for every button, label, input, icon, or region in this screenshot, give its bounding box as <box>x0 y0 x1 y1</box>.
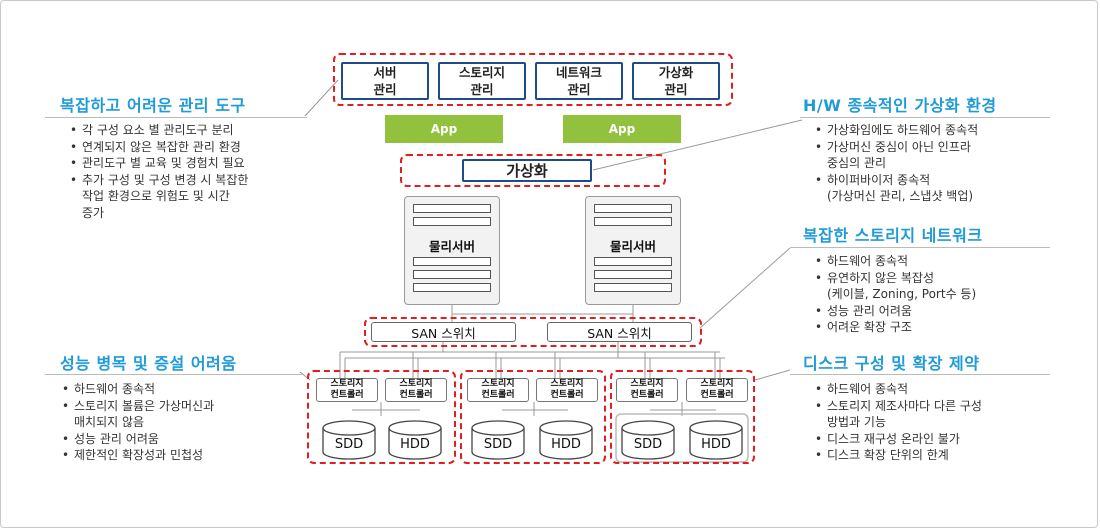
list-item: 제한적인 확장성과 민첩성 <box>60 447 300 464</box>
app-block: App <box>563 115 681 143</box>
disk-label-hdd: HDD <box>701 437 731 452</box>
list-item: 관리도구 별 교육 및 경험치 필요 <box>68 155 313 172</box>
disk-divider <box>790 374 1050 375</box>
disk-label-sdd: SDD <box>334 437 364 452</box>
san-switch: SAN 스위치 <box>371 322 516 342</box>
storage-net-title: 복잡한 스토리지 네트워크 <box>803 226 983 245</box>
disk-cylinder <box>388 420 442 460</box>
server-slot <box>413 270 491 279</box>
list-item: 성능 관리 어려움 <box>813 303 1053 320</box>
server-label: 물리서버 <box>428 239 475 254</box>
list-item: 하드웨어 종속적 <box>813 381 1053 398</box>
server-slot <box>594 283 672 292</box>
disk-cylinder <box>689 420 743 460</box>
disk-cylinder <box>322 420 376 460</box>
san-switch: SAN 스위치 <box>547 322 692 342</box>
storage-group-highlight <box>307 370 456 464</box>
storage-net-divider <box>790 247 1050 248</box>
server-slot <box>594 257 672 266</box>
list-item: 하드웨어 종속적 <box>813 253 1053 270</box>
perf-divider <box>45 374 303 375</box>
hw-virt-list: 가상화임에도 하드웨어 종속적 가상머신 중심이 아닌 인프라 중심의 관리 하… <box>813 122 1053 205</box>
list-item: 어려운 확장 구조 <box>813 319 1053 336</box>
server-label: 물리서버 <box>609 239 656 254</box>
hw-virt-divider <box>800 117 1050 118</box>
disk-title: 디스크 구성 및 확장 제약 <box>803 354 980 373</box>
server-slot <box>413 217 491 226</box>
list-item: 스토리지 볼륨은 가상머신과 매치되지 않음 <box>60 398 300 431</box>
server-slot <box>594 204 672 213</box>
list-item: 디스크 재구성 온라인 불가 <box>813 431 1053 448</box>
storage-controller: 스토리지 컨트롤러 <box>686 378 748 402</box>
network-mgmt-box: 네트워크 관리 <box>535 62 623 100</box>
list-item: 성능 관리 어려움 <box>60 431 300 448</box>
disk-label-hdd: HDD <box>400 437 430 452</box>
physical-server: 물리서버 <box>404 196 500 305</box>
storage-net-list: 하드웨어 종속적 유연하지 않은 복잡성 (케이블, Zoning, Port수… <box>813 253 1053 336</box>
list-item: 연계되지 않은 복잡한 관리 환경 <box>68 139 313 156</box>
hw-virt-title: H/W 종속적인 가상화 환경 <box>803 96 997 115</box>
disk-list: 하드웨어 종속적 스토리지 제조사마다 다른 구성 방법과 기능 디스크 재구성… <box>813 381 1053 464</box>
list-item: 디스크 확장 단위의 한계 <box>813 447 1053 464</box>
app-block: App <box>385 115 503 143</box>
disk-cylinder <box>539 420 593 460</box>
mgmt-tools-title: 복잡하고 어려운 관리 도구 <box>60 96 246 115</box>
disk-label-sdd: SDD <box>633 437 663 452</box>
mgmt-tools-divider <box>45 117 307 118</box>
list-item: 유연하지 않은 복잡성 (케이블, Zoning, Port수 등) <box>813 270 1053 303</box>
storage-controller: 스토리지 컨트롤러 <box>616 378 678 402</box>
list-item: 스토리지 제조사마다 다른 구성 방법과 기능 <box>813 398 1053 431</box>
virtualization-box: 가상화 <box>462 159 592 182</box>
physical-server: 물리서버 <box>585 196 681 305</box>
storage-controller: 스토리지 컨트롤러 <box>536 378 598 402</box>
list-item: 추가 구성 및 구성 변경 시 복잡한 작업 환경으로 위험도 및 시간 증가 <box>68 172 313 222</box>
san-highlight <box>364 317 702 347</box>
storage-controller: 스토리지 컨트롤러 <box>467 378 529 402</box>
server-slot <box>594 217 672 226</box>
mgmt-tools-list: 각 구성 요소 별 관리도구 분리 연계되지 않은 복잡한 관리 환경 관리도구… <box>68 122 313 221</box>
storage-group-highlight <box>610 370 755 464</box>
storage-controller: 스토리지 컨트롤러 <box>385 378 447 402</box>
server-slot <box>413 283 491 292</box>
server-mgmt-box: 서버 관리 <box>341 62 429 100</box>
disk-label-hdd: HDD <box>551 437 581 452</box>
virt-mgmt-box: 가상화 관리 <box>632 62 720 100</box>
storage-controller: 스토리지 컨트롤러 <box>316 378 378 402</box>
disk-label-sdd: SDD <box>483 437 513 452</box>
server-slot <box>413 204 491 213</box>
storage-group-highlight <box>460 370 606 464</box>
perf-title: 성능 병목 및 증설 어려움 <box>60 354 237 373</box>
list-item: 하이퍼바이저 종속적 (가상머신 관리, 스냅샷 백업) <box>813 172 1053 205</box>
list-item: 가상화임에도 하드웨어 종속적 <box>813 122 1053 139</box>
list-item: 각 구성 요소 별 관리도구 분리 <box>68 122 313 139</box>
server-slot <box>594 270 672 279</box>
mgmt-tools-highlight <box>333 53 733 106</box>
perf-list: 하드웨어 종속적 스토리지 볼륨은 가상머신과 매치되지 않음 성능 관리 어려… <box>60 381 300 464</box>
list-item: 가상머신 중심이 아닌 인프라 중심의 관리 <box>813 139 1053 172</box>
virt-highlight <box>400 154 666 187</box>
disk-cylinder <box>621 420 675 460</box>
disk-cylinder <box>471 420 525 460</box>
server-slot <box>413 257 491 266</box>
storage-mgmt-box: 스토리지 관리 <box>438 62 526 100</box>
list-item: 하드웨어 종속적 <box>60 381 300 398</box>
